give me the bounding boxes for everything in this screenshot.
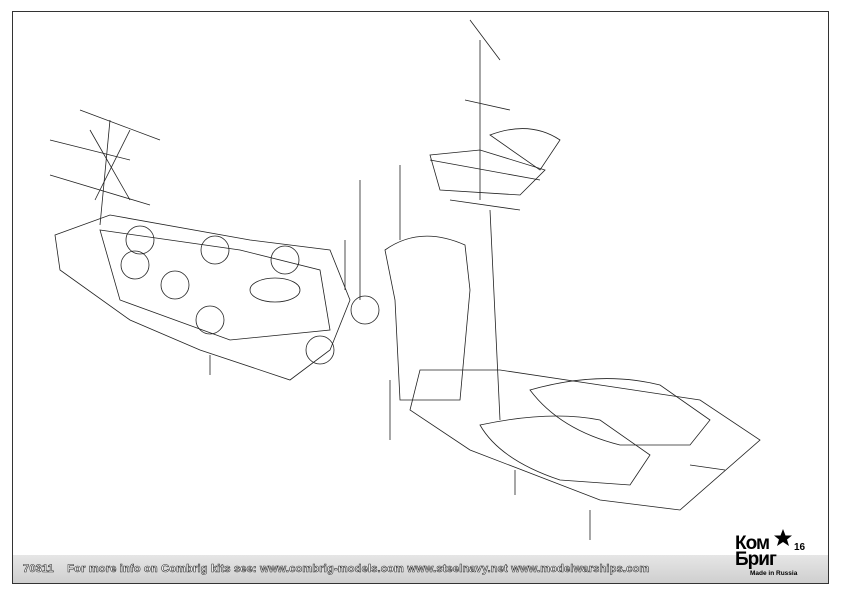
footer-text: 70311 For more info on Combrig kits see:… bbox=[23, 563, 659, 576]
gun-mounts bbox=[120, 225, 380, 365]
ship-assembly-drawing bbox=[49, 19, 761, 540]
kit-number: 70311 bbox=[23, 563, 54, 576]
antenna-array bbox=[49, 109, 161, 226]
boat-1 bbox=[529, 378, 711, 446]
mast bbox=[429, 19, 541, 421]
star-icon bbox=[774, 529, 792, 546]
logo-tagline: Made in Russia bbox=[750, 570, 798, 577]
info-links: For more info on Combrig kits see: www.c… bbox=[67, 563, 650, 576]
combrig-logo: Ком Бриг Made in Russia bbox=[735, 528, 798, 580]
footer-bar: 70311 For more info on Combrig kits see:… bbox=[13, 555, 828, 583]
page-frame bbox=[12, 11, 829, 584]
boat-deck bbox=[409, 369, 761, 511]
funnel bbox=[384, 235, 471, 401]
page-number: 16 bbox=[794, 542, 806, 553]
hull-deck-forward bbox=[54, 214, 351, 381]
boat-2 bbox=[479, 415, 651, 486]
logo-text: Ком Бриг bbox=[735, 533, 777, 570]
